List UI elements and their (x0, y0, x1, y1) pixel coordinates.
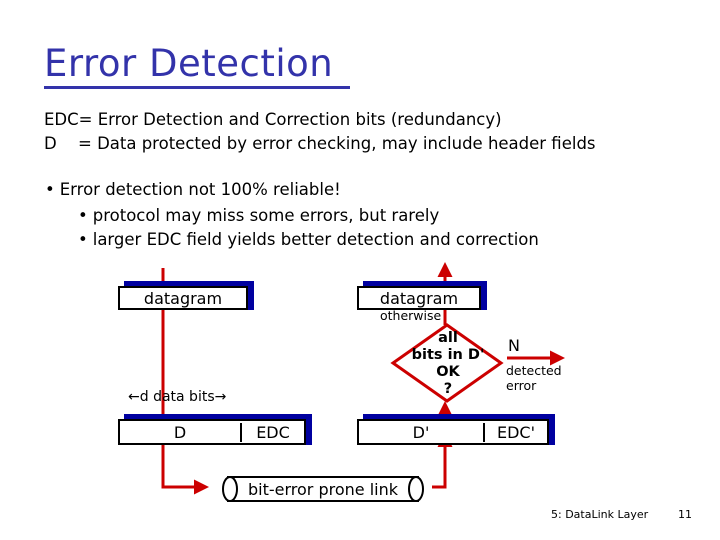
bullet-marker: • (45, 180, 55, 199)
sender-frame-box: D EDC (118, 414, 312, 445)
box-face: datagram (357, 286, 481, 310)
sender-frame-data-cell: D (120, 422, 242, 442)
sender-flow-arrow (161, 268, 209, 495)
receiver-datagram-label: datagram (379, 288, 459, 308)
decision-diamond (390, 323, 504, 403)
bullet-text: Error detection not 100% reliable! (59, 180, 341, 199)
page-title: Error Detection (44, 42, 334, 85)
link-to-receiver-arrow (432, 432, 453, 489)
footer-chapter-label: 5: DataLink Layer (551, 508, 649, 521)
decision-line-3: OK (436, 364, 460, 380)
receiver-frame-box: D' EDC' (357, 414, 555, 445)
receiver-frame-data-label: D' (412, 422, 430, 442)
link-label: bit-error prone link (247, 479, 398, 499)
bullet-marker: • (78, 206, 88, 225)
bullet-item-3: •larger EDC field yields better detectio… (78, 228, 539, 252)
sender-datagram-box: datagram (118, 281, 254, 310)
box-face: D' EDC' (357, 419, 549, 445)
detected-error-label: detected error (506, 363, 562, 393)
bullet-item-1: •Error detection not 100% reliable! (45, 178, 341, 202)
detected-error-line-2: error (506, 378, 537, 393)
decision-line-4: ? (443, 381, 453, 397)
otherwise-label: otherwise (380, 308, 442, 323)
sender-datagram-label: datagram (143, 288, 223, 308)
d-definition-text: = Data protected by error checking, may … (78, 134, 596, 153)
sender-frame-data-label: D (173, 422, 187, 442)
footer-page-number: 11 (678, 508, 692, 521)
d-definition-line: D = Data protected by error checking, may… (44, 132, 596, 156)
detected-error-line-1: detected (506, 363, 562, 378)
bullet-text: protocol may miss some errors, but rarel… (92, 206, 440, 225)
no-branch-label: N (508, 336, 520, 355)
receiver-frame-edc-label: EDC' (497, 422, 535, 442)
data-bits-measure-label: ←d data bits→ (128, 389, 227, 405)
box-face: D EDC (118, 419, 306, 445)
decision-line-1: all (438, 330, 458, 346)
receiver-frame-data-cell: D' (359, 422, 485, 442)
sender-frame-edc-label: EDC (256, 422, 290, 442)
title-underline (44, 86, 350, 89)
sender-frame-edc-cell: EDC (242, 423, 304, 442)
box-face: datagram (118, 286, 248, 310)
bullet-text: larger EDC field yields better detection… (92, 230, 539, 249)
receiver-datagram-box: datagram (357, 281, 487, 310)
link-cylinder-shape (222, 476, 424, 502)
receiver-frame-edc-cell: EDC' (485, 423, 547, 442)
edc-definition-line: EDC= Error Detection and Correction bits… (44, 110, 502, 129)
d-symbol-label: D (44, 134, 57, 153)
bullet-marker: • (78, 230, 88, 249)
bullet-item-2: •protocol may miss some errors, but rare… (78, 204, 439, 228)
decision-text: all bits in D' OK ? (398, 330, 498, 398)
decision-line-2: bits in D' (411, 347, 485, 363)
